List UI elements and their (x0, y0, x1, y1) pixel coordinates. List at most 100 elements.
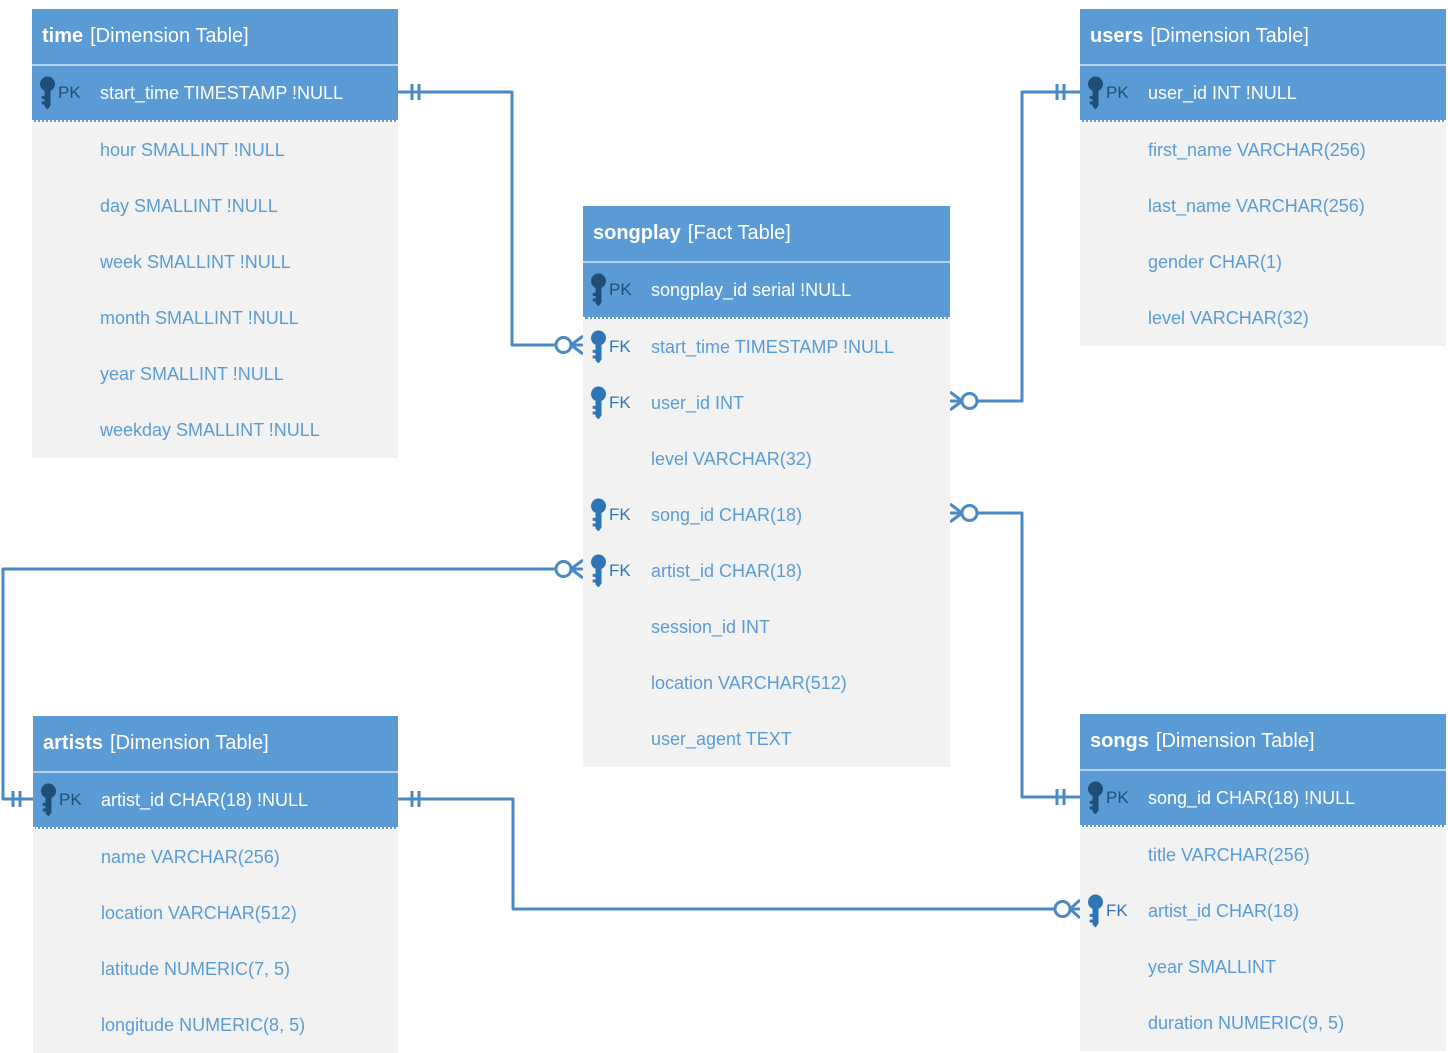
column-songplay-artist_id: FK artist_id CHAR(18) (583, 543, 950, 599)
column-time-day: day SMALLINT !NULL (32, 178, 398, 234)
relationship-artists-songs (398, 791, 1082, 920)
column-songs-title: title VARCHAR(256) (1080, 827, 1446, 883)
table-songs: songs [Dimension Table] PK song_id CHAR(… (1080, 714, 1446, 1051)
column-text: location VARCHAR(512) (651, 672, 847, 693)
column-songs-year: year SMALLINT (1080, 939, 1446, 995)
column-users-last_name: last_name VARCHAR(256) (1080, 178, 1446, 234)
relationship-time-songplay (398, 84, 584, 356)
crow-foot-icon (949, 390, 964, 412)
column-songs-song_id: PK song_id CHAR(18) !NULL (1080, 771, 1446, 827)
column-songs-duration: duration NUMERIC(9, 5) (1080, 995, 1446, 1051)
zero-circle-icon (554, 560, 573, 578)
column-text: title VARCHAR(256) (1148, 844, 1310, 865)
column-time-hour: hour SMALLINT !NULL (32, 122, 398, 178)
relationship-songs-songplay (949, 502, 1080, 805)
column-text: location VARCHAR(512) (101, 902, 297, 923)
column-users-first_name: first_name VARCHAR(256) (1080, 122, 1446, 178)
column-artists-latitude: latitude NUMERIC(7, 5) (33, 941, 398, 997)
column-text: hour SMALLINT !NULL (100, 139, 285, 160)
table-songplay: songplay [Fact Table] PK songplay_id ser… (583, 206, 950, 767)
one-and-only-one-icon (11, 791, 22, 807)
table-name: songplay (593, 222, 681, 244)
column-songs-artist_id: FK artist_id CHAR(18) (1080, 883, 1446, 939)
column-text: song_id CHAR(18) !NULL (1148, 787, 1356, 808)
column-text: month SMALLINT !NULL (100, 307, 299, 328)
primary-key-icon (40, 76, 55, 110)
relationship-line (398, 90, 556, 347)
key-label: PK (1106, 788, 1129, 807)
key-label: PK (1106, 83, 1129, 102)
column-songplay-user_id: FK user_id INT (583, 375, 950, 431)
column-songplay-songplay_id: PK songplay_id serial !NULL (583, 263, 950, 319)
column-users-gender: gender CHAR(1) (1080, 234, 1446, 290)
column-songplay-session_id: session_id INT (583, 599, 950, 655)
key-label: FK (609, 561, 631, 580)
foreign-key-icon (591, 554, 606, 588)
table-kind: [Dimension Table] (90, 25, 249, 47)
column-songplay-level: level VARCHAR(32) (583, 431, 950, 487)
column-text: artist_id CHAR(18) (1148, 900, 1300, 921)
column-text: user_id INT (651, 392, 745, 413)
column-time-start_time: PK start_time TIMESTAMP !NULL (32, 66, 398, 122)
table-artists: artists [Dimension Table] PK artist_id C… (33, 716, 398, 1053)
one-and-only-one-icon (410, 791, 421, 807)
table-name: songs (1090, 730, 1149, 752)
table-users-header: users [Dimension Table] (1080, 9, 1446, 66)
column-text: year SMALLINT !NULL (100, 363, 284, 384)
column-text: latitude NUMERIC(7, 5) (101, 958, 291, 979)
column-songplay-location: location VARCHAR(512) (583, 655, 950, 711)
table-kind: [Dimension Table] (110, 732, 269, 754)
column-text: start_time TIMESTAMP !NULL (100, 82, 344, 103)
table-time: time [Dimension Table] PK start_time TIM… (32, 9, 398, 458)
foreign-key-icon (1088, 894, 1103, 928)
column-text: level VARCHAR(32) (1148, 307, 1309, 328)
column-text: first_name VARCHAR(256) (1148, 139, 1366, 160)
table-songplay-header: songplay [Fact Table] (583, 206, 950, 263)
zero-circle-icon (960, 504, 979, 522)
column-text: user_id INT !NULL (1148, 82, 1297, 103)
column-users-level: level VARCHAR(32) (1080, 290, 1446, 346)
crow-foot-icon (569, 334, 584, 356)
one-and-only-one-icon (1055, 789, 1066, 805)
column-text: gender CHAR(1) (1148, 251, 1283, 272)
key-label: FK (609, 337, 631, 356)
key-label: FK (1106, 901, 1128, 920)
column-text: songplay_id serial !NULL (651, 279, 852, 300)
foreign-key-icon (591, 330, 606, 364)
column-artists-artist_id: PK artist_id CHAR(18) !NULL (33, 773, 398, 829)
relationship-line (977, 90, 1080, 403)
column-text: longitude NUMERIC(8, 5) (101, 1014, 306, 1035)
column-songplay-user_agent: user_agent TEXT (583, 711, 950, 767)
crow-foot-icon (1068, 898, 1082, 920)
foreign-key-icon (591, 498, 606, 532)
column-artists-longitude: longitude NUMERIC(8, 5) (33, 997, 398, 1053)
zero-circle-icon (960, 392, 979, 410)
column-time-week: week SMALLINT !NULL (32, 234, 398, 290)
column-time-weekday: weekday SMALLINT !NULL (32, 402, 398, 458)
one-and-only-one-icon (410, 84, 421, 100)
table-name: users (1090, 25, 1144, 47)
column-text: user_agent TEXT (651, 728, 792, 749)
column-artists-name: name VARCHAR(256) (33, 829, 398, 885)
column-text: start_time TIMESTAMP !NULL (651, 336, 895, 357)
column-text: name VARCHAR(256) (101, 846, 280, 867)
table-songs-header: songs [Dimension Table] (1080, 714, 1446, 771)
key-label: FK (609, 505, 631, 524)
table-artists-header: artists [Dimension Table] (33, 716, 398, 773)
key-label: PK (58, 83, 81, 102)
table-kind: [Fact Table] (687, 222, 791, 244)
column-artists-location: location VARCHAR(512) (33, 885, 398, 941)
column-text: weekday SMALLINT !NULL (100, 419, 320, 440)
primary-key-icon (41, 783, 56, 817)
crow-foot-icon (949, 502, 964, 524)
key-label: FK (609, 393, 631, 412)
column-text: level VARCHAR(32) (651, 448, 812, 469)
one-and-only-one-icon (1055, 84, 1066, 100)
column-text: session_id INT (651, 616, 771, 637)
table-kind: [Dimension Table] (1155, 730, 1315, 752)
key-label: PK (609, 280, 632, 299)
table-time-header: time [Dimension Table] (32, 9, 398, 66)
primary-key-icon (1088, 781, 1103, 815)
column-text: year SMALLINT (1148, 956, 1277, 977)
